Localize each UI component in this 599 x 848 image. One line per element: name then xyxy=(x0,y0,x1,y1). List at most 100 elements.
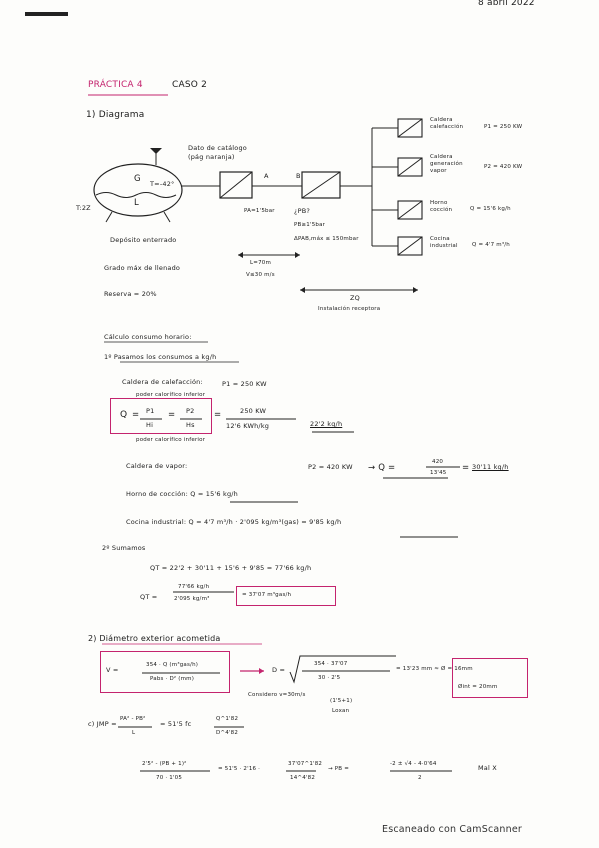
qt-result: = 37'07 m³gas/h xyxy=(242,592,292,598)
line2-num: 2'5² - (PB + 1)² xyxy=(142,761,187,767)
line2-fden: 14^4'82 xyxy=(290,775,316,781)
tank-leg-right xyxy=(163,211,171,223)
pci-note-bottom: poder calorífico inferior xyxy=(136,437,206,443)
tank-level-wave xyxy=(95,192,177,198)
qt-num: 77'66 kg/h xyxy=(178,584,210,590)
qt-result-box xyxy=(236,586,336,606)
zq-label: ZQ xyxy=(350,294,360,302)
consumer-diag-4 xyxy=(397,236,423,256)
receptora-label: Instalación receptora xyxy=(318,306,381,312)
hs-den: Hs xyxy=(186,421,195,429)
length-value: L=70m xyxy=(250,260,272,266)
consumer-1-label: Caldera calefacción xyxy=(430,117,464,130)
tank-gas-label: G xyxy=(134,174,141,184)
regulator-diag-2 xyxy=(301,171,341,199)
diagram-heading: 1) Diagrama xyxy=(86,110,145,120)
vapor-value: P2 = 420 KW xyxy=(308,463,353,471)
tank-leg-left xyxy=(105,211,113,223)
consumer-diag-2 xyxy=(397,157,423,177)
pa-value: PA=1'5bar xyxy=(244,208,275,214)
v-den: Pabs · D² (mm) xyxy=(150,676,195,682)
jmp-d: D^4'82 xyxy=(216,730,239,736)
step1-text: 1º Pasamos los consumos a kg/h xyxy=(104,353,217,361)
qt-label: QT = xyxy=(140,593,158,601)
caldera1-label: Caldera de calefacción: xyxy=(122,378,203,386)
jmp-den: L xyxy=(132,730,136,736)
line2-mid: = 51'5 · 2'16 · xyxy=(218,766,261,772)
d-num: 354 · 37'07 xyxy=(314,661,348,667)
wrong-mark: Mal X xyxy=(478,764,497,772)
v-label: V = xyxy=(106,666,119,674)
consumer-2-label: Caldera generación vapor xyxy=(430,154,463,174)
consumer-box-2 xyxy=(397,157,423,177)
jmp-mid: = 51'5 fc xyxy=(160,720,192,728)
point-a-label: A xyxy=(264,172,269,180)
d-label: D = xyxy=(272,666,286,674)
vapor-result: 30'11 kg/h xyxy=(472,463,509,471)
tank-catalog-note: Dato de catálogo (pág naranja) xyxy=(188,144,247,161)
line2-den: 70 · 1'05 xyxy=(156,775,183,781)
consumer-4-label: Cocina industrial xyxy=(430,236,458,249)
cocina-line: Cocina industrial: Q = 4'7 m³/h · 2'095 … xyxy=(126,518,342,526)
loxan-note: Loxan xyxy=(332,708,350,714)
consumer-box-4 xyxy=(397,236,423,256)
q1-result: 22'2 kg/h xyxy=(310,420,343,428)
pb-value: PB≥1'5bar xyxy=(294,222,326,228)
caldera1-value: P1 = 250 KW xyxy=(222,380,267,388)
qt-sum-line: QT = 22'2 + 30'11 + 15'6 + 9'85 = 77'66 … xyxy=(150,564,312,572)
q-formula-box xyxy=(110,398,212,434)
diameter-result-box xyxy=(452,658,528,698)
calc-heading: Cálculo consumo horario: xyxy=(104,333,192,341)
tank-t-label: T:2Z xyxy=(76,204,91,212)
consider-note: Considero v=30m/s xyxy=(248,692,306,698)
camscanner-watermark: Escaneado con CamScanner xyxy=(382,824,522,835)
consumer-3-value: Q = 15'6 kg/h xyxy=(470,206,511,212)
dint-result: Øint = 20mm xyxy=(458,684,498,690)
vapor-label: Caldera de vapor: xyxy=(126,462,188,470)
tank-shape xyxy=(93,163,183,217)
step2-text: 2º Sumamos xyxy=(102,544,146,552)
tank-temp-label: T=-42° xyxy=(150,180,175,188)
regulator-diag-1 xyxy=(219,171,253,199)
consumer-3-label: Horno cocción xyxy=(430,200,453,213)
line2-fnum: 37'07^1'82 xyxy=(288,761,323,767)
line2-arrow: → PB = xyxy=(328,766,350,772)
d-result: = 13'23 mm ≈ Ø = 16mm xyxy=(396,666,473,672)
practice-title: PRÁCTICA 4 xyxy=(88,80,143,90)
q-label: Q xyxy=(120,410,128,420)
consumer-box-1 xyxy=(397,118,423,138)
date-text: 8 abril 2022 xyxy=(478,0,535,8)
q1-denominator: 12'6 KWh/kg xyxy=(226,422,270,430)
qt-den: 2'095 kg/m³ xyxy=(174,596,210,602)
valve-icon xyxy=(150,148,162,154)
line2-root-den: 2 xyxy=(418,775,422,781)
q1-numerator: 250 KW xyxy=(240,407,267,415)
case-title: CASO 2 xyxy=(172,80,208,90)
d-den: 30 · 2'5 xyxy=(318,675,341,681)
consumer-2-value: P2 = 420 KW xyxy=(484,164,523,170)
vapor-den: 13'45 xyxy=(430,470,447,476)
consumer-diag-1 xyxy=(397,118,423,138)
consumer-4-value: Q = 4'7 m³/h xyxy=(472,242,510,248)
consumer-box-3 xyxy=(397,200,423,220)
vapor-num: 420 xyxy=(432,459,444,465)
dp-value: ΔPAB,máx ≤ 150mbar xyxy=(294,236,359,242)
jmp-q: Q^1'82 xyxy=(216,716,239,722)
jmp-label: c) JMP = xyxy=(88,720,117,728)
p2-num: P2 xyxy=(186,407,195,415)
v-num: 354 · Q (m³gas/h) xyxy=(146,662,199,668)
point-b-label: B xyxy=(296,172,301,180)
v-formula-box xyxy=(100,651,230,693)
horno-line: Horno de cocción: Q = 15'6 kg/h xyxy=(126,490,238,498)
line2-root-num: -2 ± √4 - 4·0'64 xyxy=(390,761,437,767)
grado-label: Grado máx de llenado xyxy=(104,264,181,272)
reserva-label: Reserva = 20% xyxy=(104,290,157,298)
regulator-box-1 xyxy=(219,171,253,199)
jmp-num: PA² - PB² xyxy=(120,716,146,722)
velocity-value: V≤30 m/s xyxy=(246,272,275,278)
p1-num: P1 xyxy=(146,407,155,415)
regulator-box-2 xyxy=(301,171,341,199)
s2-heading: 2) Diámetro exterior acometida xyxy=(88,634,221,643)
deposito-label: Depósito enterrado xyxy=(110,236,177,244)
